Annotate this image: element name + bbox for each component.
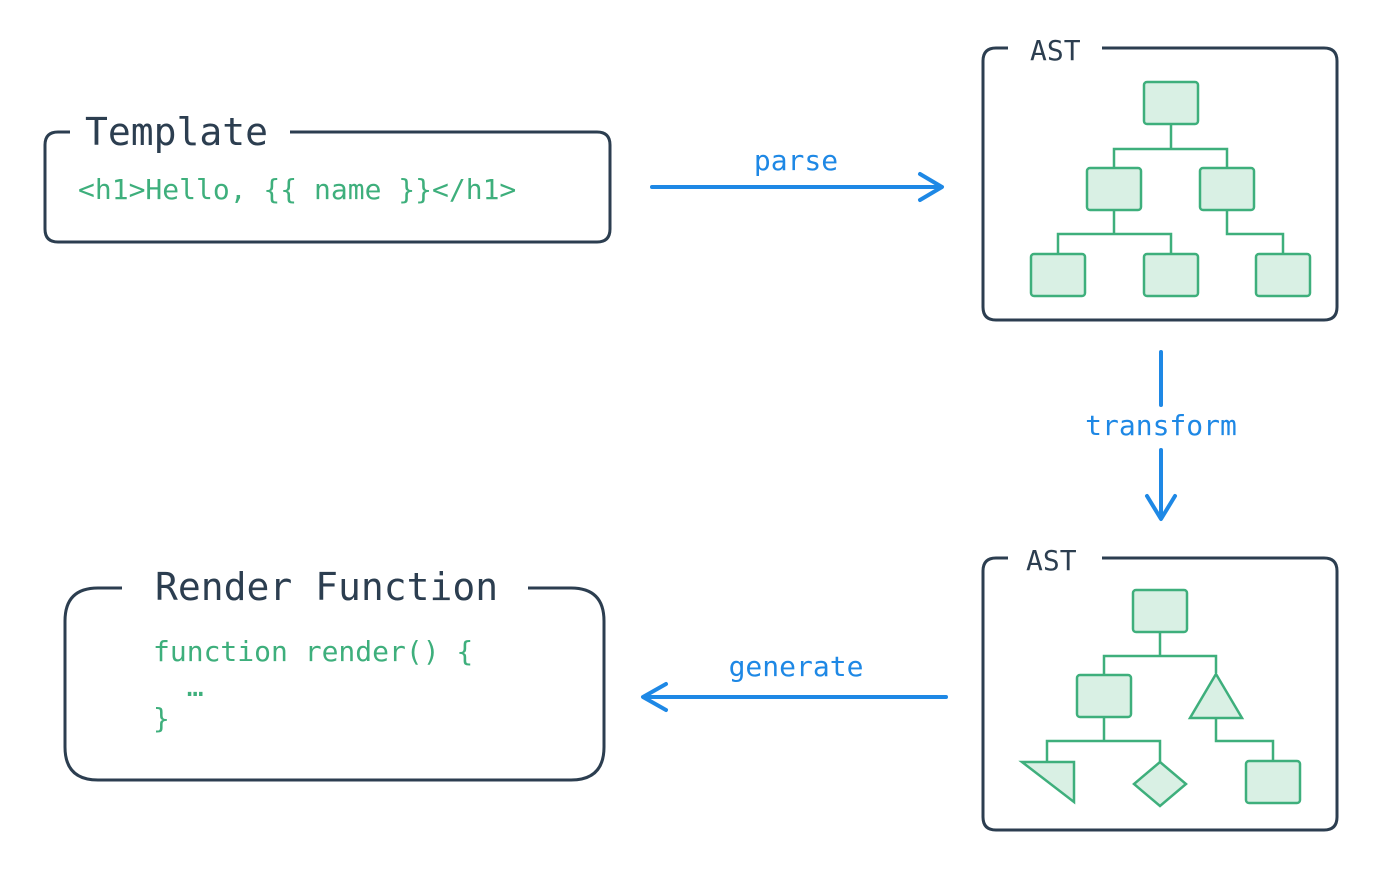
- ast-tree-1-edge: [1112, 147, 1229, 168]
- ast-tree-1-edge: [1056, 232, 1173, 254]
- ast-node: [1244, 759, 1302, 805]
- render-function-box: Render Function function render() { … }: [63, 565, 606, 782]
- ast-tree-1: [1029, 80, 1312, 298]
- ast-box-2-title: AST: [1026, 544, 1077, 577]
- template-box-frame: [43, 130, 612, 244]
- transform-label: transform: [1085, 409, 1237, 442]
- ast-node-triangle: [1018, 760, 1076, 805]
- ast-box-1: AST: [981, 34, 1339, 322]
- parse-arrow: parse: [650, 144, 944, 202]
- ast-node: [1254, 252, 1312, 298]
- template-code: <h1>Hello, {{ name }}</h1>: [78, 173, 516, 206]
- ast-node: [1029, 252, 1087, 298]
- template-box: Template <h1>Hello, {{ name }}</h1>: [43, 110, 612, 244]
- transform-arrow-head: [1145, 494, 1177, 521]
- ast-node: [1198, 166, 1256, 212]
- ast-node: [1142, 252, 1200, 298]
- ast-box-1-title: AST: [1030, 34, 1081, 67]
- ast-node-root: [1142, 80, 1200, 126]
- ast-node-triangle: [1187, 671, 1245, 720]
- parse-label: parse: [754, 144, 838, 177]
- render-code-line-1: function render() {: [153, 635, 473, 668]
- generate-arrow: generate: [641, 650, 948, 712]
- ast-box-2: AST: [981, 544, 1339, 832]
- render-code-line-2: …: [153, 670, 204, 703]
- ast-tree-1-edge: [1225, 210, 1285, 254]
- template-box-title: Template: [85, 110, 268, 154]
- generate-label: generate: [729, 650, 864, 683]
- ast-tree-2: [1018, 588, 1302, 808]
- ast-tree-2-edge: [1102, 654, 1218, 675]
- ast-box-1-frame: [981, 46, 1339, 322]
- transform-arrow: transform: [1085, 350, 1237, 521]
- ast-box-2-frame: [981, 556, 1339, 832]
- render-code-line-3: }: [153, 702, 170, 735]
- generate-arrow-head: [641, 682, 668, 712]
- render-function-box-frame: [63, 586, 606, 782]
- parse-arrow-head: [918, 172, 944, 202]
- ast-tree-2-edge: [1045, 739, 1162, 762]
- ast-node: [1075, 673, 1133, 719]
- ast-node: [1085, 166, 1143, 212]
- ast-node-root: [1131, 588, 1189, 634]
- render-function-box-title: Render Function: [155, 565, 498, 609]
- ast-tree-2-edge: [1214, 718, 1275, 761]
- ast-node-diamond: [1132, 760, 1188, 808]
